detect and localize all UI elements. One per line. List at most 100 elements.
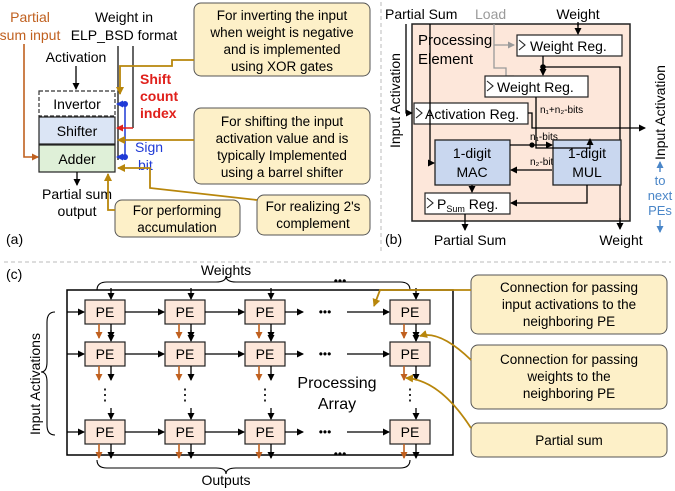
callout-weights-line-1: Connection for passing [500, 352, 638, 367]
shift-count-label-2: count [140, 88, 178, 104]
callout-weights-pointer [419, 330, 472, 361]
pe-cell [389, 419, 431, 445]
callout-accum-line-1: For performing [133, 203, 222, 218]
pe-cell [389, 341, 431, 367]
callout-shift-line-4: using a barrel shifter [221, 165, 344, 180]
input-activation-in [405, 24, 413, 117]
callout-twos-line-1: For realizing 2's [266, 199, 361, 214]
callout-invert-line-1: For inverting the input [217, 8, 348, 23]
b-load-label: Load [475, 6, 506, 22]
invertor-label: Invertor [53, 96, 101, 112]
callout-input-line-3: neighboring PE [523, 314, 615, 329]
partial-sum-output-label-2: output [58, 203, 97, 219]
to-next-2: next [648, 188, 673, 203]
bits-sum-label: n₁+n₂-bits [540, 105, 583, 116]
panel-a: Partial sum input Weight in ELP_BSD form… [0, 2, 371, 247]
pe-cell [389, 299, 431, 325]
to-next-3: PEs [648, 203, 672, 218]
panel-a-label: (a) [6, 231, 23, 247]
b-input-activation-left: Input Activation [387, 53, 403, 148]
mul-label-2: MUL [572, 164, 602, 180]
shift-count-label: Shift [140, 71, 171, 87]
psum-in-path [428, 24, 435, 167]
callout-shift-line-1: For shifting the input [221, 114, 344, 129]
callout-invert-line-4: using XOR gates [231, 59, 333, 74]
n2-bits-label: n₂-bits [530, 157, 558, 168]
callout-invert [193, 2, 371, 77]
top-ellipsis: ••• [334, 274, 347, 288]
callout-input-line-2: input activations to the [502, 297, 636, 312]
partial-sum-input-label-2: sum input [0, 27, 60, 43]
processing-element-title-2: Element [418, 51, 474, 68]
callout-accum [114, 199, 241, 238]
act-junction [529, 142, 535, 148]
partial-sum-input-path [23, 44, 39, 161]
activation-reg-label: Activation Reg. [425, 106, 519, 122]
partial-sum-input-label: Partial [10, 9, 50, 25]
callout-invert-line-3: and is implemented [223, 42, 340, 57]
input-activations-label: Input Activations [27, 333, 43, 435]
mul-to-psum-back [510, 185, 588, 207]
weight-reg-2-label: Weight Reg. [497, 79, 574, 95]
pe-label: PE [256, 304, 275, 320]
panel-c-label: (c) [6, 266, 22, 282]
pe-label: PE [256, 346, 275, 362]
weight-format-label: Weight in [95, 9, 153, 25]
pe-label: PE [96, 346, 115, 362]
weights-label: Weights [201, 262, 251, 278]
weight-reg-2-clk [486, 80, 494, 92]
callout-psum-line-1: Partial sum [535, 433, 603, 448]
input-brace [40, 311, 56, 436]
shifter-label: Shifter [57, 123, 98, 139]
pe-label: PE [401, 304, 420, 320]
processing-element-title: Processing [418, 32, 492, 49]
b-partial-sum-out: Partial Sum [434, 232, 506, 248]
pe-cell [244, 419, 286, 445]
activation-out [528, 112, 646, 132]
mac-label-2: MAC [456, 164, 487, 180]
row-ellipsis: ••• [319, 347, 332, 361]
pe-cell [244, 299, 286, 325]
callout-weights-line-3: neighboring PE [523, 386, 615, 401]
callout-input-pointer [372, 289, 471, 307]
b-weight-top: Weight [556, 6, 599, 22]
pe-cell [244, 341, 286, 367]
callout-shift-line-2: activation value and is [216, 131, 349, 146]
weight-reg-1-clk [518, 39, 526, 51]
partial-sum-output-label: Partial sum [42, 186, 112, 202]
array-label-2: Array [318, 396, 356, 413]
pe-label: PE [96, 424, 115, 440]
b-weight-out: Weight [599, 232, 642, 248]
callout-input [470, 274, 668, 335]
weights-brace [96, 275, 411, 291]
callout-invert-pointer [116, 59, 194, 95]
b-input-activation-right: Input Activation [652, 65, 668, 160]
panel-b: Partial Sum Load Weight Processing Eleme… [385, 6, 673, 248]
pe-label: PE [176, 346, 195, 362]
pe-cell [164, 419, 206, 445]
callout-twos-line-2: complement [276, 216, 350, 231]
b-partial-sum-top: Partial Sum [385, 6, 457, 22]
psum-reg-label: PSum Reg. [437, 196, 498, 214]
activation-reg-clk [415, 107, 423, 119]
callout-input-line-1: Connection for passing [500, 280, 638, 295]
row-ellipsis: ••• [319, 425, 332, 439]
panel-b-label: (b) [385, 231, 402, 247]
pe-label: PE [256, 424, 275, 440]
to-next-1: to [655, 173, 666, 188]
n1-bits-label: n₁-bits [530, 132, 558, 143]
panel-c: (c) Weights ••• Input Activations Proces… [6, 262, 668, 488]
shift-count-label-3: index [140, 105, 177, 121]
col-vdots: ⋮ [177, 387, 193, 404]
weight-reg-1 [516, 34, 623, 57]
pe-label: PE [96, 304, 115, 320]
outputs-label: Outputs [201, 472, 250, 488]
callout-weights [470, 344, 668, 410]
mul-label: 1-digit [568, 145, 606, 161]
array-label-1: Processing [297, 375, 376, 392]
callout-twos [256, 194, 371, 236]
sign-bit-label: Sign [135, 139, 163, 155]
callout-invert-line-2: when weight is negative [209, 25, 353, 40]
